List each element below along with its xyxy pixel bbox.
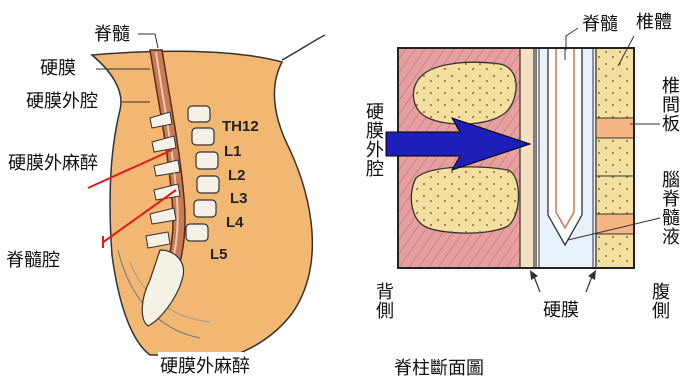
label-epidural-space-left: 硬膜外腔 <box>26 93 98 111</box>
label-csf: 腦脊髓液 <box>660 170 678 246</box>
label-dura-right: 硬膜 <box>543 302 579 320</box>
label-back-side: 背側 <box>374 282 392 320</box>
level-l4: L4 <box>226 214 244 231</box>
label-vertebral-body: 椎體 <box>636 14 672 32</box>
label-epidural-space-right: 硬膜外腔 <box>364 102 382 178</box>
label-belly-side: 腹側 <box>650 282 668 320</box>
level-l3: L3 <box>230 190 248 207</box>
caption-right: 脊柱斷面圖 <box>392 354 486 380</box>
disc-1 <box>596 118 634 138</box>
label-spinal-cord-left: 脊髓 <box>94 26 130 44</box>
label-spinal-cord-right: 脊髓 <box>582 16 618 34</box>
level-l2: L2 <box>228 167 246 184</box>
caption-left: 硬膜外麻醉 <box>158 352 252 378</box>
label-epidural-anesthesia: 硬膜外麻醉 <box>8 155 98 173</box>
left-figure <box>88 34 325 355</box>
label-dura-left: 硬膜 <box>40 60 76 78</box>
label-spinal-cavity: 脊髓腔 <box>6 252 60 270</box>
right-figure <box>386 28 660 292</box>
disc-2 <box>596 214 634 234</box>
level-th12: TH12 <box>222 118 259 135</box>
level-l5: L5 <box>210 246 228 263</box>
spinal-cord-section <box>548 48 582 245</box>
level-l1: L1 <box>224 143 242 160</box>
label-intervertebral-disc: 椎間板 <box>660 76 678 133</box>
